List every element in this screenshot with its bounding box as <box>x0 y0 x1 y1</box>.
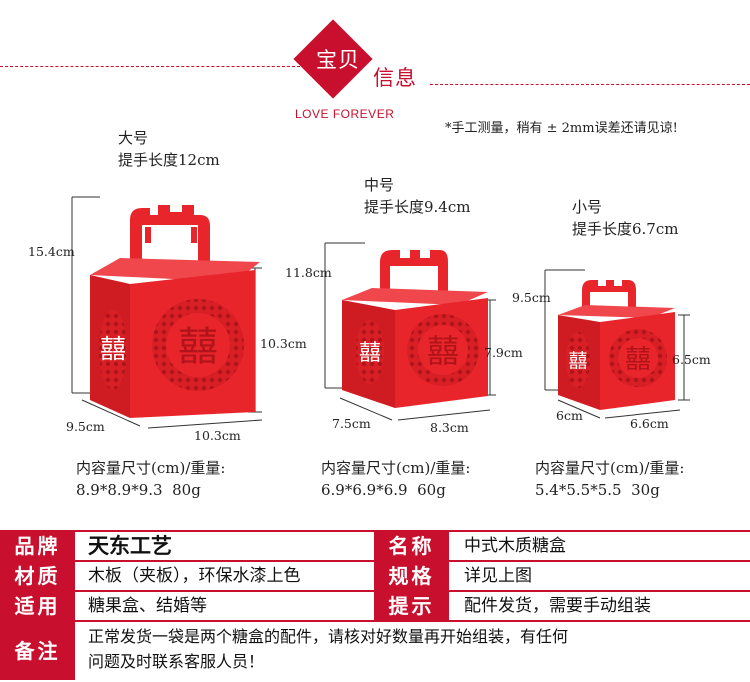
spec-value: 详见上图 <box>464 566 532 586</box>
large-size-name: 大号 <box>118 129 149 147</box>
brand-value: 天东工艺 <box>88 533 172 558</box>
small-box: 囍 囍 <box>544 269 690 419</box>
medium-spec-label: 内容量尺寸(cm)/重量: <box>321 459 471 477</box>
header-title-main: 宝贝 <box>316 48 360 72</box>
remark-label: 备注 <box>0 622 75 680</box>
medium-size-name: 中号 <box>364 176 395 194</box>
name-label: 名称 <box>374 532 449 560</box>
header-title-sub: 信息 <box>373 66 417 90</box>
medium-height-total: 11.8cm <box>285 265 332 280</box>
tip-label: 提示 <box>374 592 449 620</box>
medium-box: 囍 囍 <box>324 242 496 421</box>
tip-value: 配件发货，需要手动组装 <box>464 596 651 616</box>
product-info-table: 品牌 天东工艺 名称 中式木质糖盒 材质 木板（夹板），环保水漆上色 规格 详见… <box>0 530 750 682</box>
remark-line-2: 问题及时联系客服人员！ <box>88 652 265 671</box>
usage-value: 糖果盒、结婚等 <box>88 596 207 616</box>
large-depth: 9.5cm <box>66 419 105 434</box>
large-height-box: 10.3cm <box>260 336 307 351</box>
header-divider-right <box>430 84 750 85</box>
table-rule <box>0 620 750 622</box>
large-handle-length: 提手长度12cm <box>118 151 220 169</box>
table-rule <box>0 530 750 532</box>
small-height-total: 9.5cm <box>512 290 551 305</box>
small-depth: 6cm <box>556 408 583 423</box>
header-tagline: LOVE FOREVER <box>295 107 395 121</box>
small-handle-length: 提手长度6.7cm <box>572 220 679 238</box>
small-width: 6.6cm <box>630 416 669 431</box>
measurement-note: *手工测量，稍有 ± 2mm误差还请见谅! <box>445 121 678 136</box>
header-divider-left <box>0 66 300 67</box>
large-height-total: 15.4cm <box>28 244 75 259</box>
spec-label: 规格 <box>374 562 449 590</box>
remark-line-1: 正常发货一袋是两个糖盒的配件，请核对好数量再开始组装，有任何 <box>88 627 569 646</box>
small-height-box: 6.5cm <box>672 352 711 367</box>
svg-text:囍: 囍 <box>359 341 381 366</box>
svg-text:囍: 囍 <box>100 335 126 365</box>
large-spec-label: 内容量尺寸(cm)/重量: <box>76 459 226 477</box>
medium-height-box: 7.9cm <box>484 345 523 360</box>
large-width: 10.3cm <box>194 428 241 443</box>
medium-spec-value: 6.9*6.9*6.9 60g <box>321 481 446 499</box>
small-size-name: 小号 <box>572 198 603 216</box>
small-spec-value: 5.4*5.5*5.5 30g <box>535 481 660 499</box>
brand-label: 品牌 <box>0 532 75 560</box>
table-rule <box>0 590 750 592</box>
name-value: 中式木质糖盒 <box>464 536 566 556</box>
material-value: 木板（夹板），环保水漆上色 <box>88 566 301 586</box>
svg-text:囍: 囍 <box>568 350 587 372</box>
usage-label: 适用 <box>0 592 75 620</box>
svg-text:囍: 囍 <box>178 324 218 370</box>
svg-text:囍: 囍 <box>427 332 459 370</box>
medium-handle-length: 提手长度9.4cm <box>364 198 471 216</box>
medium-width: 8.3cm <box>430 420 469 435</box>
large-spec-value: 8.9*8.9*9.3 80g <box>76 481 201 499</box>
material-label: 材质 <box>0 562 75 590</box>
large-box: 囍 囍 <box>71 196 263 429</box>
medium-depth: 7.5cm <box>332 416 371 431</box>
svg-text:囍: 囍 <box>625 345 651 375</box>
product-illustrations: 囍 囍 囍 囍 <box>71 196 690 429</box>
table-rule <box>0 560 750 562</box>
small-spec-label: 内容量尺寸(cm)/重量: <box>535 459 685 477</box>
